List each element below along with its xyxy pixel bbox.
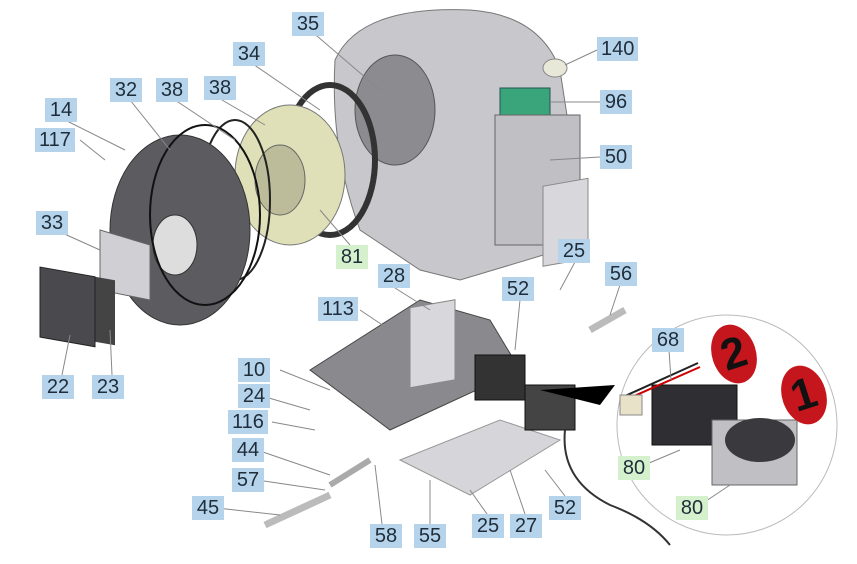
part-label-38: 38 — [204, 76, 236, 100]
pointer-arrow — [540, 385, 615, 405]
part-label-55: 55 — [414, 524, 446, 548]
cable — [563, 429, 671, 546]
filter-22 — [39, 266, 96, 348]
part-label-22: 22 — [42, 375, 74, 399]
part-label-117: 117 — [35, 128, 75, 152]
valve-2 — [474, 354, 526, 401]
inset-connector — [619, 394, 643, 416]
part-label-44: 44 — [232, 438, 264, 462]
part-label-45: 45 — [192, 496, 224, 520]
part-label-24: 24 — [238, 384, 270, 408]
part-label-35: 35 — [292, 12, 324, 36]
part-label-25: 25 — [558, 239, 590, 263]
part-label-28: 28 — [378, 264, 410, 288]
part-label-33: 33 — [36, 211, 68, 235]
part-label-52: 52 — [502, 277, 534, 301]
part-label-14: 14 — [45, 98, 77, 122]
terminal-block — [499, 87, 551, 119]
part-label-50: 50 — [600, 145, 632, 169]
part-label-68: 68 — [652, 328, 684, 352]
inset-wire-black — [624, 362, 699, 397]
bracket-25b — [409, 299, 456, 389]
rotor-hub — [254, 144, 306, 216]
pin-56 — [588, 306, 627, 334]
part-label-34: 34 — [233, 42, 265, 66]
part-label-10: 10 — [238, 358, 270, 382]
part-label-116: 116 — [228, 410, 268, 434]
part-label-81: 81 — [336, 245, 368, 269]
pin-45 — [263, 491, 332, 529]
part-label-80: 80 — [676, 496, 708, 520]
part-label-57: 57 — [232, 468, 264, 492]
part-label-58: 58 — [370, 524, 402, 548]
shaft-44 — [328, 457, 372, 488]
part-label-96: 96 — [600, 90, 632, 114]
housing-opening — [354, 54, 436, 166]
ring-140 — [542, 58, 568, 78]
part-label-140: 140 — [597, 37, 639, 61]
o-ring-32 — [149, 124, 261, 306]
part-label-113: 113 — [318, 297, 358, 321]
tray-55 — [398, 419, 562, 496]
part-label-56: 56 — [605, 262, 637, 286]
part-label-32: 32 — [110, 78, 142, 102]
inset-coil — [725, 418, 795, 462]
part-label-23: 23 — [92, 375, 124, 399]
part-label-80: 80 — [618, 456, 650, 480]
part-label-27: 27 — [510, 514, 542, 538]
part-label-25: 25 — [472, 514, 504, 538]
part-label-52: 52 — [549, 496, 581, 520]
part-label-38: 38 — [156, 78, 188, 102]
